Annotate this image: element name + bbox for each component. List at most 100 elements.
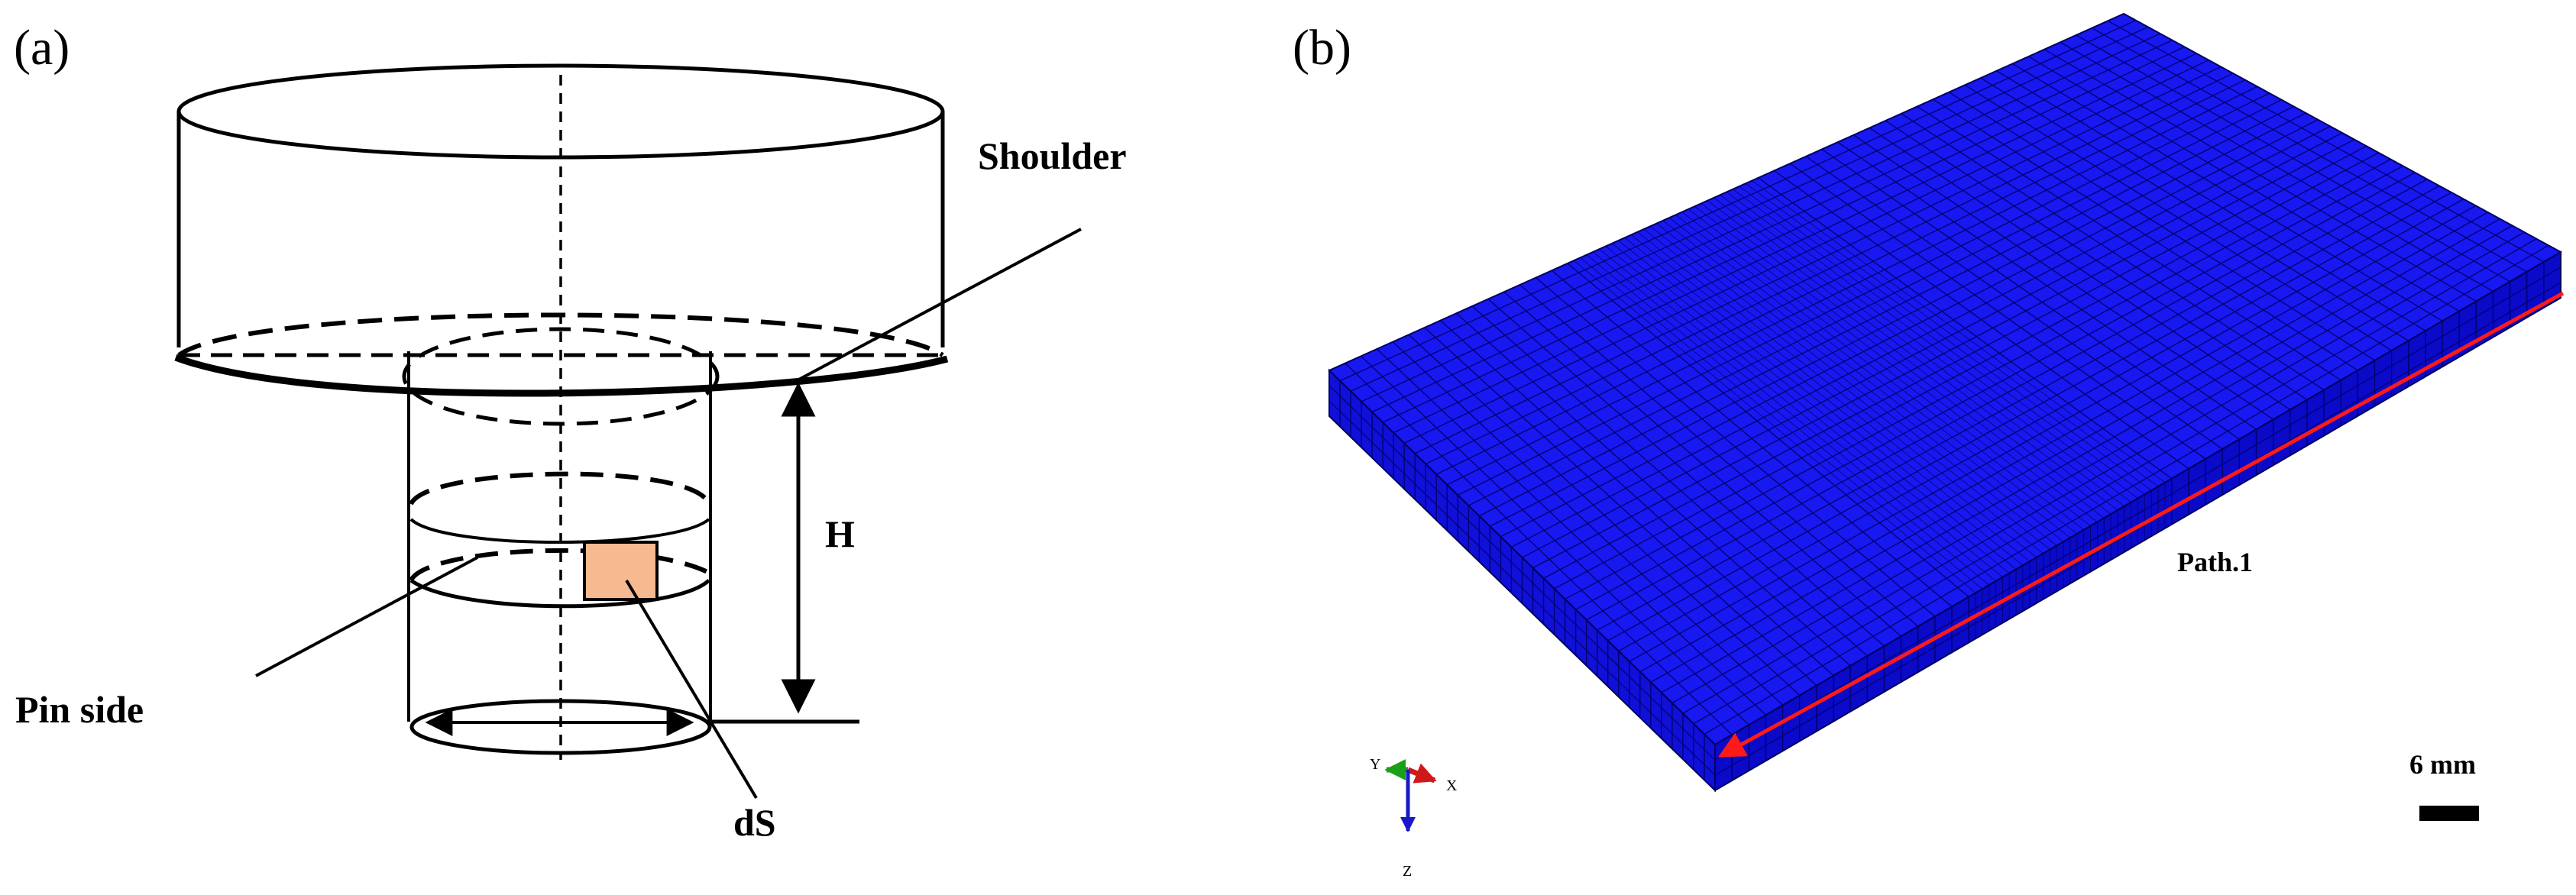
- mesh-grid-line: [1964, 84, 2392, 351]
- shoulder-leader-line: [794, 228, 1082, 383]
- mesh-grid-line: [1392, 341, 1784, 706]
- mesh-grid-line: [1726, 192, 2138, 499]
- mesh-grid-line: [1707, 200, 2118, 511]
- mesh-grid-line: [1345, 363, 1733, 735]
- mesh-grid-line: [2060, 41, 2493, 292]
- mesh-grid-line: [1649, 226, 2057, 546]
- mesh-grid-line: [1503, 291, 1901, 637]
- mesh-grid-line: [1853, 134, 2274, 420]
- mesh-grid-line: [1714, 197, 2125, 507]
- mesh-grid-line: [1471, 305, 1868, 657]
- mesh-grid-line: [1739, 186, 2152, 491]
- mesh-grid-line: [1624, 237, 2031, 562]
- mesh-grid-line: [1733, 189, 2145, 495]
- mesh-grid-line: [1948, 92, 2375, 361]
- mesh-grid-line: [1837, 141, 2257, 430]
- mesh-grid-line: [2012, 63, 2443, 321]
- mesh-grid-line: [1599, 248, 2003, 578]
- mesh-grid-line: [1328, 400, 1716, 776]
- mesh-grid-line: [1681, 212, 2091, 526]
- mesh-grid-line: [1869, 127, 2291, 410]
- mesh-grid-line: [1675, 215, 2084, 531]
- mesh-grid-line: [1637, 231, 2044, 554]
- mesh-grid-line: [1455, 312, 1851, 667]
- area-element-ds: [583, 541, 659, 601]
- mesh-grid-line: [1328, 385, 1716, 761]
- mesh-plate: [1328, 12, 2563, 793]
- axis-triad: [1384, 759, 1437, 832]
- mesh-grid-line: [2107, 20, 2545, 263]
- path-1-label: Path.1: [2177, 547, 2253, 577]
- mesh-grid-line: [1376, 348, 1766, 716]
- mesh-grid-line: [1701, 203, 2112, 515]
- mesh-grid-line: [1567, 263, 1969, 598]
- mesh-grid-line: [1885, 120, 2308, 401]
- mesh-grid-line: [1605, 246, 2010, 574]
- mesh-grid-line: [1551, 270, 1953, 607]
- mesh-grid-line: [2092, 27, 2528, 273]
- pin-bottom-ellipse: [409, 699, 712, 755]
- mesh-grid-line: [2044, 49, 2477, 302]
- mesh-grid-line: [1745, 183, 2159, 487]
- mesh-grid-line: [1618, 240, 2024, 566]
- mesh-grid-line: [1789, 163, 2206, 460]
- mesh-grid-line: [1535, 277, 1936, 617]
- mesh-grid-line: [1805, 156, 2223, 450]
- mesh-grid-line: [1580, 257, 1983, 590]
- height-label: H: [825, 512, 855, 555]
- shoulder-label: Shoulder: [978, 134, 1127, 177]
- mesh-grid-line: [2076, 34, 2510, 283]
- mesh-grid-line: [1933, 99, 2358, 371]
- mesh-grid-line: [1714, 267, 2561, 761]
- scale-bar-label: 6 mm: [2409, 749, 2476, 780]
- path-1-arrow: [1717, 291, 2565, 758]
- mesh-grid-line: [1408, 334, 1801, 696]
- mesh-grid-line: [1668, 217, 2078, 535]
- pin-slice-upper-front: [409, 518, 710, 544]
- panel-a-label: (a): [14, 20, 70, 76]
- mesh-grid-line: [1752, 180, 2166, 483]
- mesh-grid-line: [1720, 194, 2131, 502]
- mesh-grid-line: [1996, 70, 2426, 331]
- pin-slice-lower-front: [409, 578, 710, 609]
- axis-x-label: X: [1446, 777, 1458, 794]
- axis-z-label: Z: [1403, 863, 1413, 880]
- axis-x-icon: [1406, 763, 1437, 784]
- panel-b-label: (b): [1293, 20, 1351, 76]
- mesh-grid-line: [1519, 284, 1919, 627]
- mesh-grid-line: [1901, 113, 2325, 391]
- ds-leader-line: [625, 579, 758, 800]
- mesh-grid-line: [1662, 220, 2071, 538]
- mesh-grid-line: [1586, 254, 1989, 586]
- ds-label: dS: [733, 801, 776, 844]
- mesh-grid-line: [1593, 251, 1996, 582]
- mesh-grid-line: [1821, 148, 2240, 440]
- mesh-grid-line: [1630, 234, 2037, 558]
- pin-side-leader-line: [255, 556, 478, 677]
- scale-bar: [2419, 806, 2479, 821]
- mesh-grid-line: [1758, 177, 2173, 480]
- mesh-grid-line: [1688, 208, 2098, 522]
- mesh-grid-line: [1440, 320, 1834, 677]
- mesh-grid-line: [1694, 205, 2105, 519]
- pin-slice-lower-back: [409, 548, 710, 582]
- pin-top-ellipse: [402, 327, 720, 426]
- mesh-grid-line: [1361, 355, 1749, 725]
- mesh-grid-line: [1424, 327, 1817, 687]
- mesh-grid-line: [1487, 299, 1885, 647]
- pin-slice-upper-back: [409, 471, 711, 506]
- mesh-grid-line: [1773, 170, 2189, 470]
- tool-schematic: [174, 63, 1082, 800]
- pin-side-label: Pin side: [15, 688, 144, 731]
- axis-y-label: Y: [1370, 756, 1381, 773]
- mesh-grid-line: [1611, 243, 2017, 570]
- mesh-grid-line: [1917, 105, 2341, 381]
- mesh-grid-line: [1643, 228, 2050, 550]
- mesh-grid-line: [2027, 56, 2460, 312]
- mesh-grid-line: [1980, 77, 2409, 341]
- mesh-grid-line: [1574, 260, 1976, 593]
- mesh-grid-line: [1656, 223, 2064, 542]
- shoulder-bottom-back: [177, 312, 944, 357]
